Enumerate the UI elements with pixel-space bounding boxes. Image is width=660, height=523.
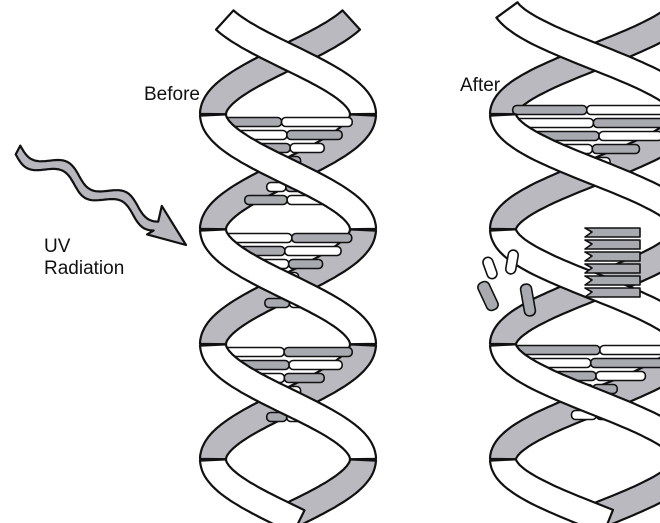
loose-base-fragment — [482, 256, 499, 280]
broken-base-fragment — [585, 264, 640, 273]
base-right — [600, 346, 660, 355]
after-dna-helix — [476, 2, 660, 523]
base-right — [587, 106, 660, 115]
base-right — [292, 234, 352, 243]
base-right — [290, 144, 324, 153]
loose-base-fragment — [476, 280, 500, 312]
before-dna-helix — [200, 10, 376, 523]
front-strand-segment — [200, 459, 305, 523]
uv-label-line2: Radiation — [44, 258, 124, 280]
base-right — [596, 372, 645, 381]
uv-wave-arrow-shape — [16, 146, 186, 245]
base-right — [599, 132, 660, 141]
base-right — [287, 131, 342, 140]
base-right — [284, 348, 352, 357]
uv-label-line1: UV — [44, 236, 124, 258]
base-left — [245, 196, 287, 205]
base-right — [289, 260, 323, 269]
broken-base-fragment — [585, 252, 640, 261]
base-right — [593, 119, 660, 128]
base-right — [282, 118, 353, 127]
after-label: After — [460, 75, 500, 97]
base-left — [513, 106, 587, 115]
broken-base-fragment — [585, 228, 640, 237]
front-strand-segment — [490, 459, 613, 523]
base-right — [289, 361, 342, 370]
base-right — [591, 359, 660, 368]
base-right — [284, 374, 324, 383]
base-left — [513, 346, 600, 355]
broken-base-fragment — [585, 240, 640, 249]
uv-radiation-arrow — [16, 146, 186, 245]
base-right — [285, 247, 341, 256]
before-label: Before — [144, 84, 200, 106]
uv-radiation-label: UV Radiation — [44, 236, 124, 280]
broken-base-fragment — [585, 276, 640, 285]
base-right — [592, 145, 639, 154]
broken-base-fragment — [585, 288, 640, 297]
